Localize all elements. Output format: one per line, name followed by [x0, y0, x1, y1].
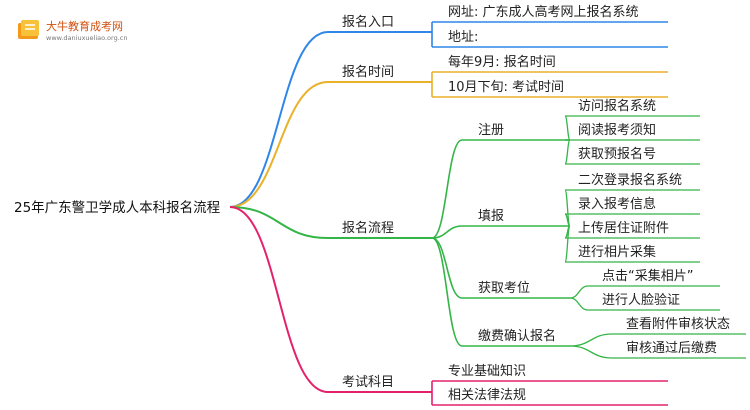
- connector-curve: [564, 225, 571, 263]
- connector-curve: [229, 206, 329, 393]
- logo-url: www.daniuxueliao.org.cn: [46, 34, 128, 42]
- branch-label-0: 报名入口: [342, 14, 394, 30]
- subleaf-label-1-0: 二次登录报名系统: [578, 172, 682, 188]
- branch-label-3: 考试科目: [342, 375, 394, 390]
- subleaf-label-1-1: 录入报考信息: [578, 196, 656, 212]
- logo-title: 大牛教育成考网: [46, 20, 123, 33]
- leaf-label-1-1: 10月下旬: 考试时间: [448, 80, 564, 95]
- group-label-1: 填报: [478, 209, 504, 224]
- connector-curve: [569, 333, 613, 347]
- group-label-3: 缴费确认报名: [478, 328, 556, 344]
- subleaf-label-2-1: 进行人脸验证: [602, 292, 680, 308]
- connector-curve: [229, 31, 329, 208]
- connector-curve: [569, 285, 589, 299]
- subleaf-label-2-0: 点击“采集相片”: [602, 268, 693, 284]
- leaf-label-0-1: 地址:: [448, 30, 478, 45]
- connector-curve: [431, 225, 463, 239]
- connector-curve: [569, 297, 589, 311]
- subleaf-label-0-2: 获取预报名号: [578, 146, 656, 162]
- leaf-label-3-1: 相关法律法规: [448, 388, 526, 403]
- connector-curve: [564, 115, 571, 141]
- connector-curve: [229, 206, 329, 239]
- branch-label-1: 报名时间: [342, 64, 394, 80]
- subleaf-label-0-0: 访问报名系统: [578, 98, 656, 114]
- leaf-label-0-0: 网址: 广东成人高考网上报名系统: [448, 4, 639, 20]
- connector-curve: [431, 139, 463, 239]
- connector-curve: [569, 345, 613, 359]
- group-label-2: 获取考位: [478, 281, 530, 296]
- connector-curve: [431, 237, 463, 347]
- subleaf-label-3-1: 审核通过后缴费: [626, 341, 717, 356]
- connector-curve: [229, 81, 329, 208]
- connector-curve: [431, 237, 463, 299]
- leaf-label-3-0: 专业基础知识: [448, 363, 526, 379]
- subleaf-label-0-1: 阅读报考须知: [578, 122, 656, 138]
- subleaf-label-1-2: 上传居住证附件: [578, 221, 669, 236]
- leaf-label-1-0: 每年9月: 报名时间: [448, 54, 556, 70]
- site-logo: 大牛教育成考网 www.daniuxueliao.org.cn: [12, 14, 162, 48]
- group-label-0: 注册: [478, 123, 504, 138]
- connector-curve: [564, 139, 571, 165]
- book-icon: [18, 20, 39, 39]
- subleaf-label-3-0: 查看附件审核状态: [626, 316, 730, 332]
- branch-label-2: 报名流程: [342, 220, 394, 236]
- root-node-label: 25年广东警卫学成人本科报名流程: [14, 200, 220, 216]
- subleaf-label-1-3: 进行相片采集: [578, 244, 656, 260]
